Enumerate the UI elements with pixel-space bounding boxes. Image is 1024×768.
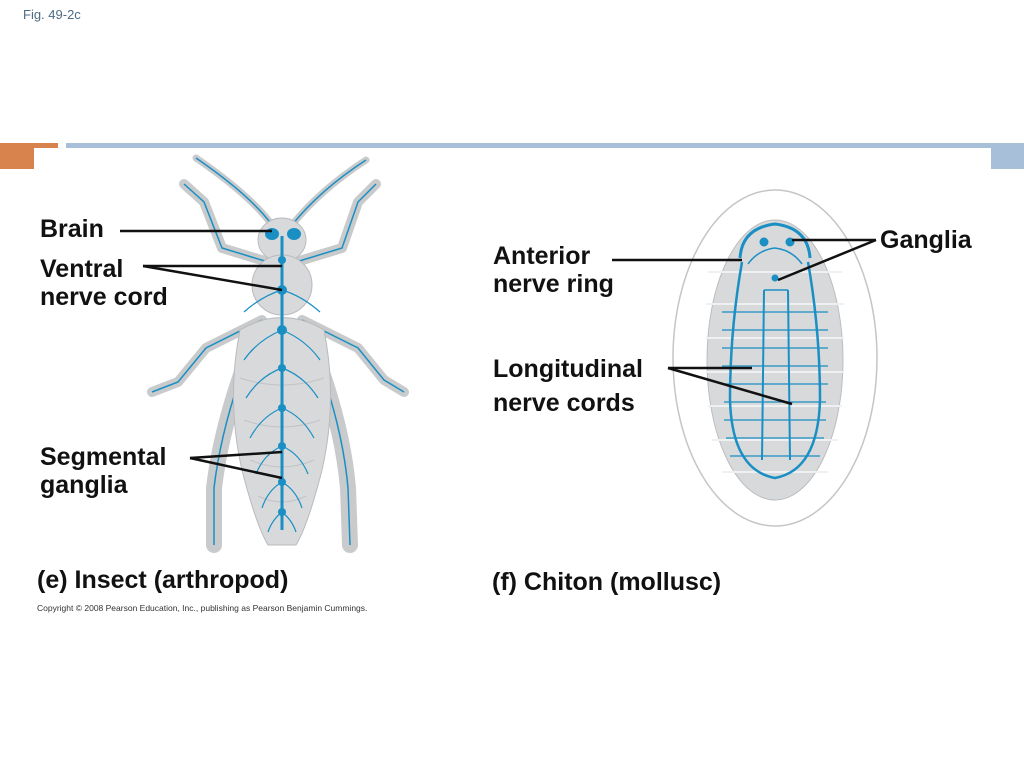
insect-leader-lines [120, 229, 283, 480]
chiton-leader-lines [612, 238, 877, 406]
header-right-block [991, 143, 1024, 169]
caption-chiton: (f) Chiton (mollusc) [492, 568, 722, 596]
label-anterior-nerve-ring: Anterior nerve ring [493, 242, 614, 298]
label-ganglia: Ganglia [880, 226, 972, 254]
label-brain: Brain [40, 215, 104, 243]
chiton-nervous-system [722, 222, 828, 480]
caption-insect: (e) Insect (arthropod) [37, 566, 289, 594]
label-ventral-nerve-cord: Ventral nerve cord [40, 255, 168, 311]
header-gap [34, 148, 991, 169]
label-segmental-ganglia: Segmental ganglia [40, 443, 167, 499]
label-longitudinal-nerve-cords: Longitudinal nerve cords [493, 355, 643, 417]
copyright-notice: Copyright © 2008 Pearson Education, Inc.… [37, 603, 368, 613]
insect-illustration [147, 154, 409, 553]
chiton-illustration [672, 189, 878, 527]
insect-nervous-system [243, 228, 321, 533]
figure-number: Fig. 49-2c [23, 7, 81, 22]
header-rule [66, 143, 991, 148]
